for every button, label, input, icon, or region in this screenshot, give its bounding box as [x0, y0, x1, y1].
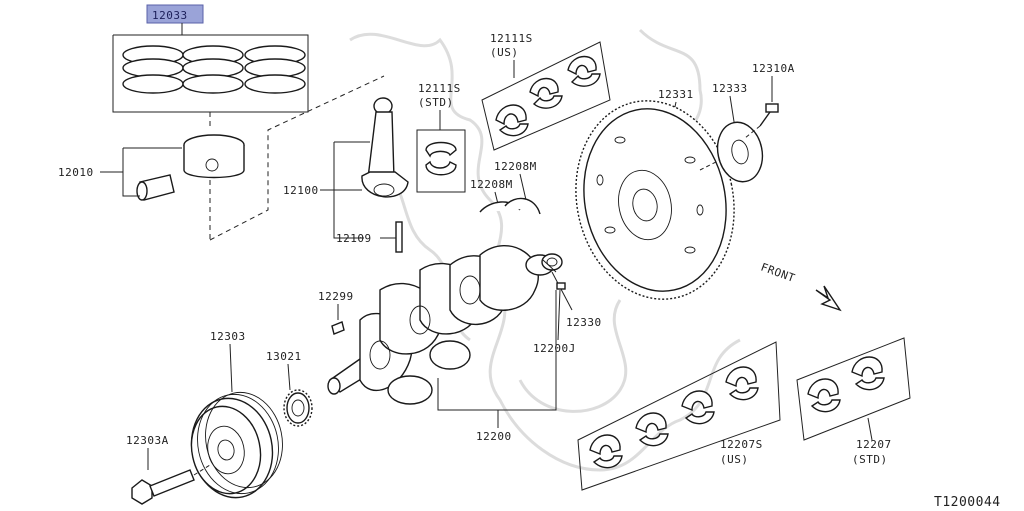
callout-12111s-std-note: (STD) [418, 96, 454, 109]
callout-12111s-us-note: (US) [490, 46, 519, 59]
main-bearing-us-group: 12207S (US) [577, 341, 781, 491]
thrust-washer-icon[interactable] [479, 197, 541, 215]
flywheel-plate-group: 12333 [699, 82, 768, 186]
callout-12207s-note: (US) [720, 453, 749, 466]
pulley-group: 12303 [182, 330, 291, 505]
conrod-bearing-us-group: 12111S (US) [481, 32, 611, 151]
piston-icon[interactable] [136, 134, 245, 201]
callout-12200[interactable]: 12200 [476, 430, 512, 443]
piston-ring-set-group: 12033 [112, 4, 309, 113]
front-indicator: FRONT [759, 261, 842, 312]
figure-code: T1200044 [934, 495, 1001, 510]
conrod-bearing-us-icon[interactable] [495, 55, 601, 137]
dowel-pin-icon[interactable] [556, 282, 566, 290]
key-icon[interactable] [331, 321, 345, 335]
callout-12299[interactable]: 12299 [318, 290, 354, 303]
flywheel-bolt-icon[interactable] [759, 103, 779, 127]
selected-part-highlight[interactable] [146, 4, 204, 24]
pulley-icon[interactable] [182, 385, 291, 505]
pulley-bolt-group: 12303A [126, 434, 211, 505]
callout-12310a[interactable]: 12310A [752, 62, 795, 75]
flywheel-plate-icon[interactable] [712, 118, 768, 186]
callout-12010[interactable]: 12010 [58, 166, 94, 179]
callout-12100[interactable]: 12100 [283, 184, 319, 197]
flywheel-icon[interactable] [558, 86, 752, 314]
connecting-rod-group: 12100 12109 [283, 97, 409, 253]
callout-12109[interactable]: 12109 [336, 232, 372, 245]
callout-12033[interactable]: 12033 [152, 9, 188, 22]
main-bearing-std-group: 12207 (STD) [796, 337, 911, 466]
callout-12208m-b[interactable]: 12208M [470, 178, 513, 191]
front-label: FRONT [759, 261, 797, 285]
callout-12333[interactable]: 12333 [712, 82, 748, 95]
callout-12331[interactable]: 12331 [658, 88, 694, 101]
callout-12207-note: (STD) [852, 453, 888, 466]
callout-13021[interactable]: 13021 [266, 350, 302, 363]
main-bearing-us-icon[interactable] [589, 366, 759, 469]
key-group: 12299 [318, 290, 354, 335]
callout-12111s-std[interactable]: 12111S [418, 82, 461, 95]
front-arrow-icon [815, 285, 842, 312]
conrod-bearing-std-group: 12111S (STD) [416, 82, 466, 193]
callout-12200j[interactable]: 12200J [533, 342, 576, 355]
crankshaft-icon[interactable] [327, 245, 555, 405]
flywheel-bolt-group: 12310A [744, 62, 795, 139]
crankshaft-group: 12200 [327, 245, 557, 443]
flywheel-group: 12331 [558, 86, 752, 314]
main-bearing-std-icon[interactable] [807, 356, 885, 413]
pulley-bolt-icon[interactable] [131, 469, 195, 505]
callout-12111s-us[interactable]: 12111S [490, 32, 533, 45]
thrust-washer-group: 12208M 12208M [470, 160, 541, 215]
callout-12330[interactable]: 12330 [566, 316, 602, 329]
callout-12303a[interactable]: 12303A [126, 434, 169, 447]
callout-12207s[interactable]: 12207S [720, 438, 763, 451]
dowel-pin-group: 12200J [533, 282, 576, 355]
pilot-bushing-group: 12330 [541, 253, 602, 329]
callout-12208m-a[interactable]: 12208M [494, 160, 537, 173]
callout-12207[interactable]: 12207 [856, 438, 892, 451]
callout-12303[interactable]: 12303 [210, 330, 246, 343]
sprocket-icon[interactable] [283, 389, 313, 427]
piston-rings-icon[interactable] [122, 45, 306, 94]
piston-group: 12010 [58, 75, 385, 241]
pilot-bushing-icon[interactable] [541, 253, 563, 273]
sprocket-group: 13021 [266, 350, 313, 427]
connecting-rod-icon[interactable] [361, 97, 409, 253]
conrod-bearing-std-icon[interactable] [425, 141, 457, 176]
